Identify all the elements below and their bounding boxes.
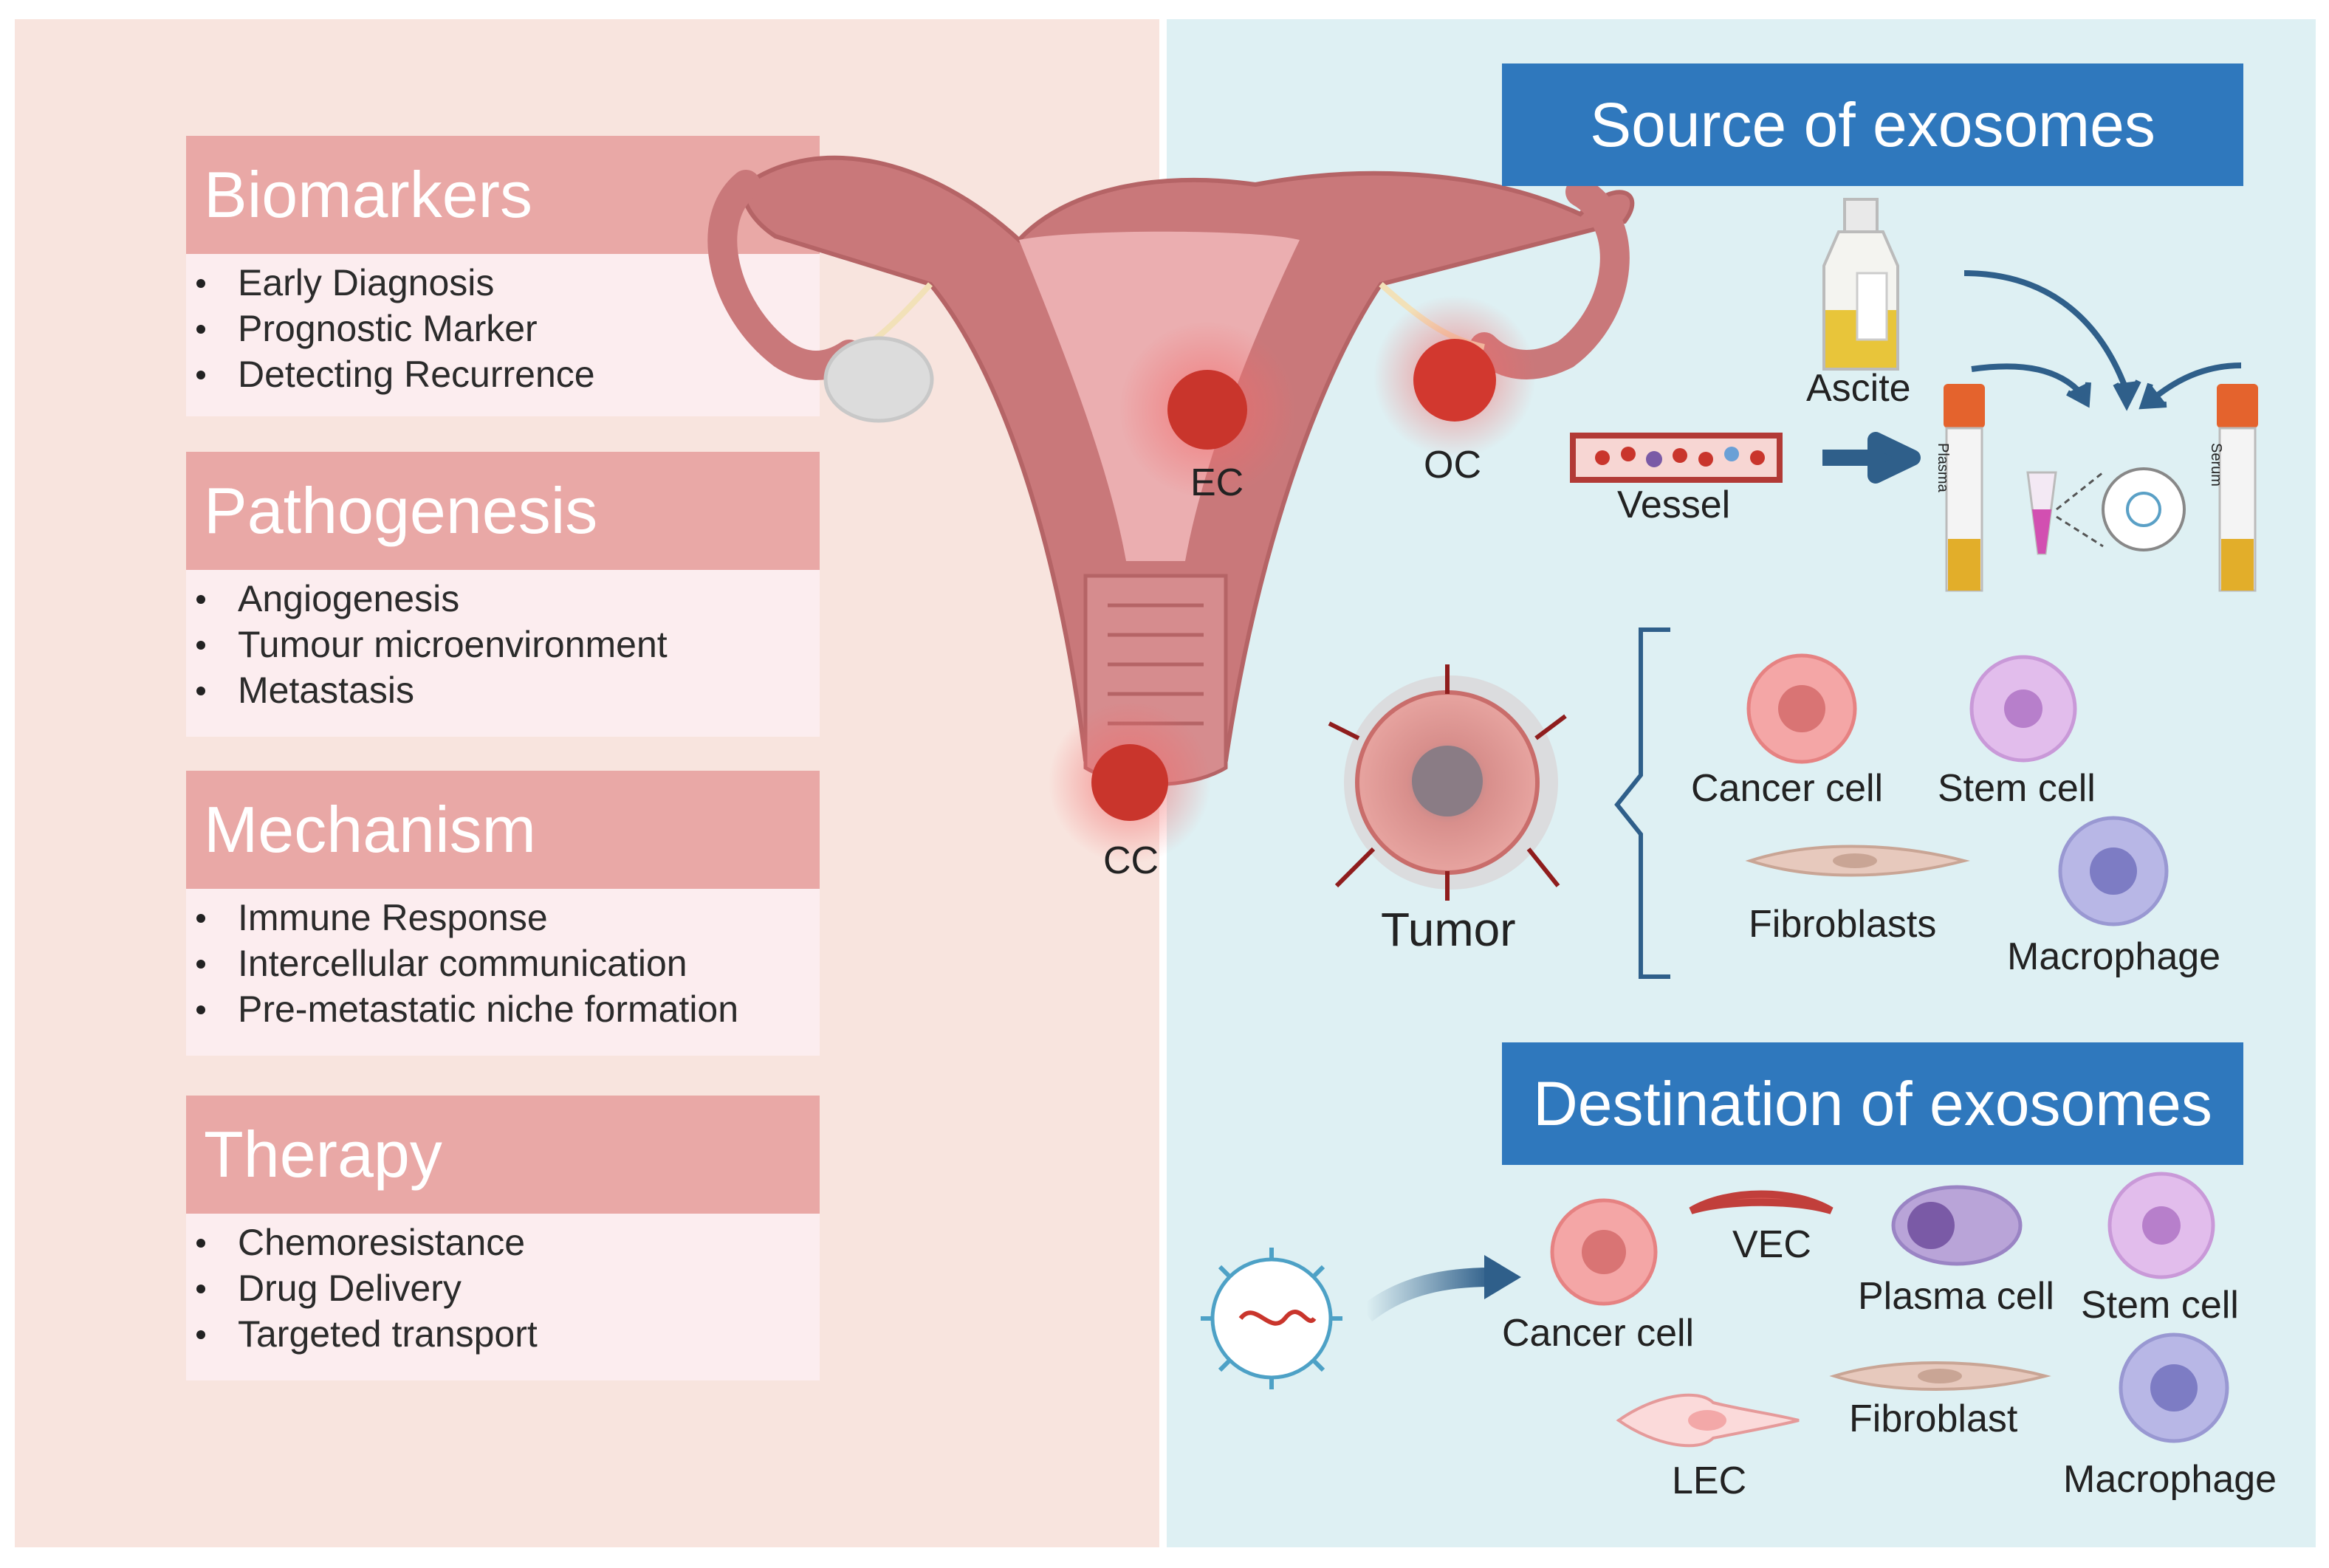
therapy-box: Therapy Chemoresistance Drug Delivery Ta… [186, 1096, 820, 1380]
dest-stem-cell-label: Stem cell [2081, 1284, 2239, 1327]
microtube-icon [2026, 471, 2057, 555]
vec-label: VEC [1732, 1223, 1811, 1266]
uterus-icon [707, 155, 1635, 864]
pathogenesis-header: Pathogenesis [186, 452, 820, 570]
list-item: Drug Delivery [196, 1265, 820, 1311]
stem-cell-icon [1969, 655, 2077, 763]
destination-title: Destination of exosomes [1502, 1042, 2243, 1165]
cc-label: CC [1103, 839, 1159, 882]
list-item: Metastasis [196, 667, 820, 713]
arrowhead-icon [1484, 1255, 1521, 1299]
list-item: Intercellular communication [196, 941, 820, 986]
vessel-label: Vessel [1617, 484, 1731, 526]
mechanism-header: Mechanism [186, 771, 820, 889]
macrophage-icon [2119, 1333, 2229, 1443]
list-item: Angiogenesis [196, 576, 820, 622]
pathogenesis-box: Pathogenesis Angiogenesis Tumour microen… [186, 452, 820, 737]
plasma-cell-icon [1891, 1185, 2023, 1266]
biomarkers-box: Biomarkers Early Diagnosis Prognostic Ma… [186, 136, 820, 416]
macrophage-label: Macrophage [2007, 935, 2221, 978]
serum-tube-icon [2217, 384, 2258, 592]
plasma-cell-label: Plasma cell [1858, 1275, 2054, 1318]
cancer-cell-icon [1746, 653, 1857, 764]
therapy-header: Therapy [186, 1096, 820, 1214]
list-item: Early Diagnosis [196, 260, 820, 306]
list-item: Prognostic Marker [196, 306, 820, 351]
bracket-icon [1614, 627, 1670, 979]
arrow-icon [1359, 1268, 1492, 1322]
ascite-label: Ascite [1806, 367, 1911, 410]
fibroblast-icon [1745, 845, 1970, 877]
list-item: Chemoresistance [196, 1220, 820, 1265]
serum-tube-label: Serum [2208, 443, 2224, 486]
mechanism-box: Mechanism Immune Response Intercellular … [186, 771, 820, 1056]
arrow-icon [1822, 270, 2242, 484]
fibroblasts-label: Fibroblasts [1749, 903, 1937, 946]
tumor-label: Tumor [1381, 903, 1516, 956]
cancer-cell-icon [1550, 1198, 1658, 1306]
exosome-zoom-icon [2056, 467, 2186, 551]
vec-icon [1689, 1190, 1834, 1214]
dest-macrophage-label: Macrophage [2063, 1458, 2277, 1501]
cancer-cell-label: Cancer cell [1691, 767, 1884, 810]
ascite-bottle-icon [1822, 198, 1899, 371]
fibroblast-label: Fibroblast [1849, 1397, 2018, 1440]
stem-cell-label: Stem cell [1938, 767, 2096, 810]
lec-label: LEC [1672, 1459, 1747, 1502]
ec-label: EC [1190, 461, 1244, 504]
lec-icon [1616, 1393, 1800, 1448]
fibroblast-icon [1829, 1361, 2051, 1391]
tumor-icon [1328, 664, 1567, 901]
macrophage-icon [2058, 816, 2169, 926]
source-title: Source of exosomes [1502, 63, 2243, 186]
vessel-icon [1570, 433, 1783, 483]
oc-label: OC [1424, 444, 1481, 486]
plasma-tube-icon [1944, 384, 1985, 592]
dest-cancer-cell-label: Cancer cell [1502, 1312, 1695, 1355]
list-item: Tumour microenvironment [196, 622, 820, 667]
exosome-icon [1201, 1248, 1342, 1389]
plasma-tube-label: Plasma [1935, 443, 1951, 492]
list-item: Pre-metastatic niche formation [196, 986, 820, 1032]
list-item: Immune Response [196, 895, 820, 941]
list-item: Targeted transport [196, 1311, 820, 1357]
list-item: Detecting Recurrence [196, 351, 820, 397]
stem-cell-icon [2107, 1172, 2215, 1279]
